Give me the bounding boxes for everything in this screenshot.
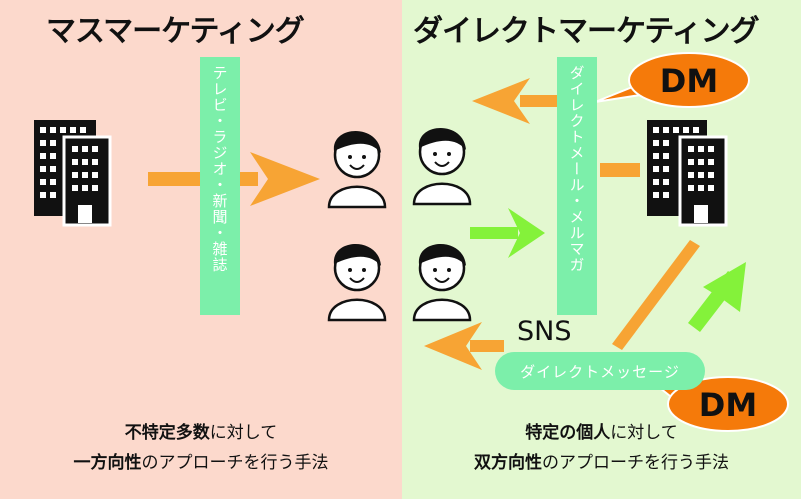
office-building-icon bbox=[34, 120, 112, 227]
mass-marketing-title: マスマーケティング bbox=[46, 14, 305, 49]
caption-text: のアプローチを行う手法 bbox=[141, 453, 329, 473]
arrow-icon bbox=[424, 322, 504, 370]
person-icon bbox=[327, 242, 387, 322]
mass-media-channel-text: テレビ・ラジオ・新聞・雑誌 bbox=[210, 65, 229, 273]
caption-emphasis: 不特定多数 bbox=[124, 423, 210, 443]
caption-text: のアプローチを行う手法 bbox=[542, 453, 729, 473]
caption-emphasis: 一方向性 bbox=[73, 453, 142, 473]
arrow-icon bbox=[612, 240, 700, 350]
mass-caption-line1: 不特定多数に対して bbox=[0, 418, 402, 448]
direct-mail-channel-label: ダイレクトメール・メルマガ bbox=[557, 57, 597, 315]
caption-emphasis: 双方向性 bbox=[474, 453, 542, 473]
direct-marketing-caption: 特定の個人に対して 双方向性のアプローチを行う手法 bbox=[402, 418, 801, 478]
person-icon bbox=[412, 126, 472, 206]
caption-text: に対して bbox=[610, 423, 678, 443]
caption-text: に対して bbox=[209, 423, 278, 443]
person-icon bbox=[327, 129, 387, 209]
person-icon bbox=[412, 242, 472, 322]
direct-caption-line2: 双方向性のアプローチを行う手法 bbox=[402, 448, 801, 478]
caption-emphasis: 特定の個人 bbox=[525, 423, 611, 443]
arrow-icon bbox=[470, 208, 545, 258]
office-building-icon bbox=[647, 120, 728, 227]
arrow-icon bbox=[472, 78, 560, 124]
direct-marketing-title: ダイレクトマーケティング bbox=[413, 14, 760, 49]
dm-bubble-top-label: DM bbox=[660, 62, 718, 100]
direct-mail-channel-text: ダイレクトメール・メルマガ bbox=[567, 65, 586, 273]
arrow-icon bbox=[600, 163, 640, 177]
direct-caption-line1: 特定の個人に対して bbox=[402, 418, 801, 448]
speech-bubble-icon bbox=[594, 52, 750, 108]
mass-media-channel-label: テレビ・ラジオ・新聞・雑誌 bbox=[200, 57, 240, 315]
mass-caption-line2: 一方向性のアプローチを行う手法 bbox=[0, 448, 402, 478]
sns-channel-label: ダイレクトメッセージ bbox=[495, 352, 705, 390]
mass-marketing-caption: 不特定多数に対して 一方向性のアプローチを行う手法 bbox=[0, 418, 402, 478]
dm-bubble-bottom-label: DM bbox=[699, 386, 757, 424]
arrow-icon bbox=[688, 262, 746, 332]
sns-label: SNS bbox=[517, 316, 572, 347]
